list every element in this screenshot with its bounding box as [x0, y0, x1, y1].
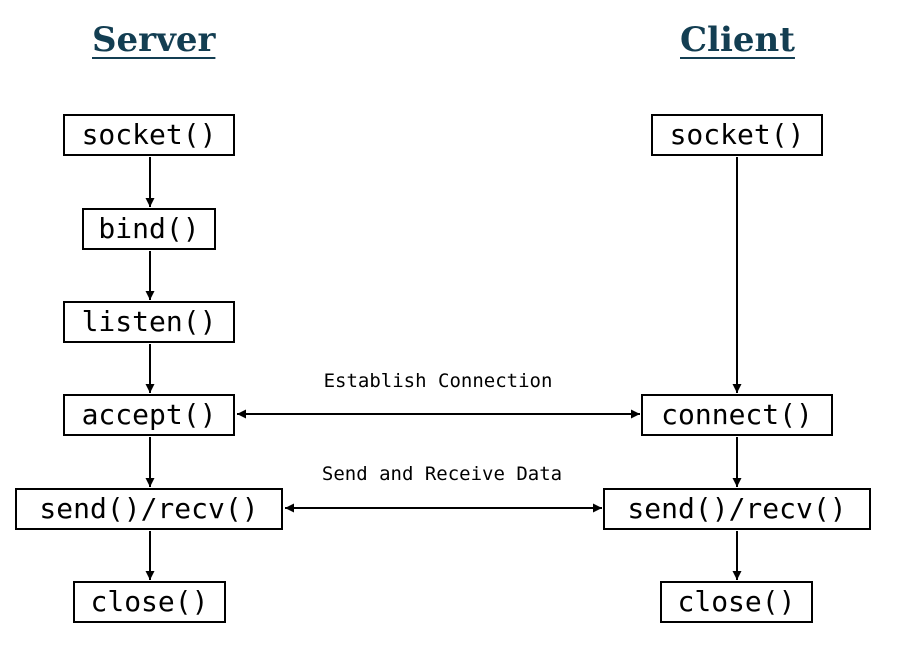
client-sendrecv-node: send()/recv()	[603, 488, 871, 530]
client-close-node: close()	[660, 581, 813, 623]
server-listen-node: listen()	[63, 301, 235, 343]
server-sendrecv-node: send()/recv()	[15, 488, 283, 530]
server-close-node: close()	[73, 581, 226, 623]
client-column-title: Client	[680, 20, 795, 60]
send-receive-data-label: Send and Receive Data	[321, 463, 563, 485]
establish-connection-label: Establish Connection	[323, 370, 553, 392]
server-socket-node: socket()	[63, 114, 235, 156]
server-column-title: Server	[92, 20, 216, 60]
server-bind-node: bind()	[82, 208, 216, 250]
client-socket-node: socket()	[651, 114, 823, 156]
client-connect-node: connect()	[641, 394, 833, 436]
server-accept-node: accept()	[63, 394, 235, 436]
